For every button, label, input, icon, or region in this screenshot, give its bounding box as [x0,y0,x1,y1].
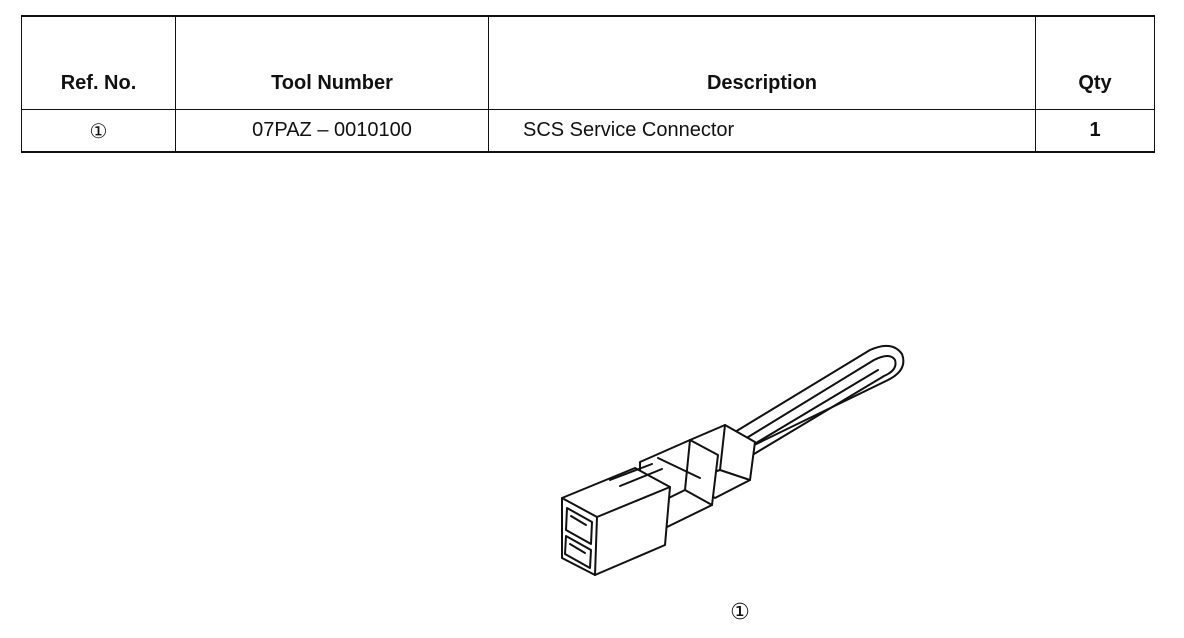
cell-tool-number: 07PAZ – 0010100 [175,109,489,152]
figure-callout-ref: ① [730,600,750,625]
header-description: Description [488,16,1036,110]
cell-ref-no: ① [21,109,176,152]
special-tool-table: Ref. No. Tool Number Description Qty ① 0… [21,15,1155,153]
table-row: ① 07PAZ – 0010100 SCS Service Connector … [21,109,1155,152]
cell-description: SCS Service Connector [488,109,1036,152]
cell-qty: 1 [1035,109,1155,152]
header-ref-no: Ref. No. [60,72,137,94]
header-qty: Qty [1035,16,1155,110]
table-header-row: Ref. No. Tool Number Description Qty [22,16,1155,110]
scs-service-connector-drawing-icon [561,344,905,576]
header-tool-number: Tool Number [175,16,489,110]
